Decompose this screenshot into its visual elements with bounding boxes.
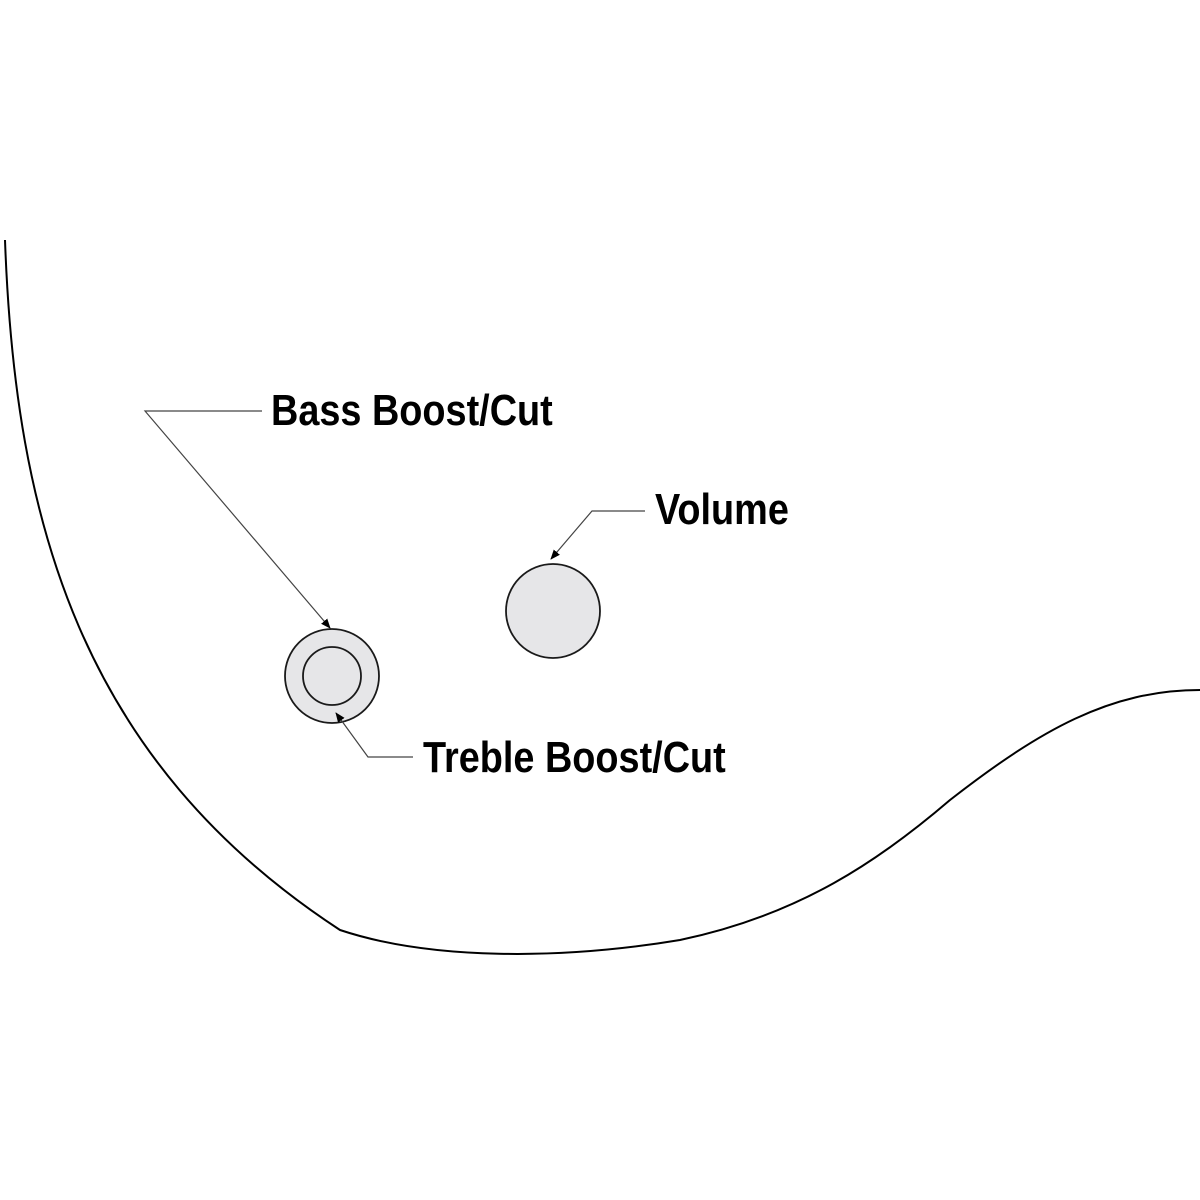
treble-boost-cut-label: Treble Boost/Cut	[423, 733, 726, 782]
bass-leader-line	[143, 410, 331, 629]
bass-boost-cut-label: Bass Boost/Cut	[271, 386, 553, 435]
body-outline	[4, 239, 1200, 955]
volume-leader-line	[550, 510, 645, 560]
volume-knob[interactable]	[505, 563, 601, 659]
treble-leader-line	[335, 712, 413, 758]
treble-knob[interactable]	[302, 646, 362, 706]
volume-label: Volume	[655, 485, 789, 534]
